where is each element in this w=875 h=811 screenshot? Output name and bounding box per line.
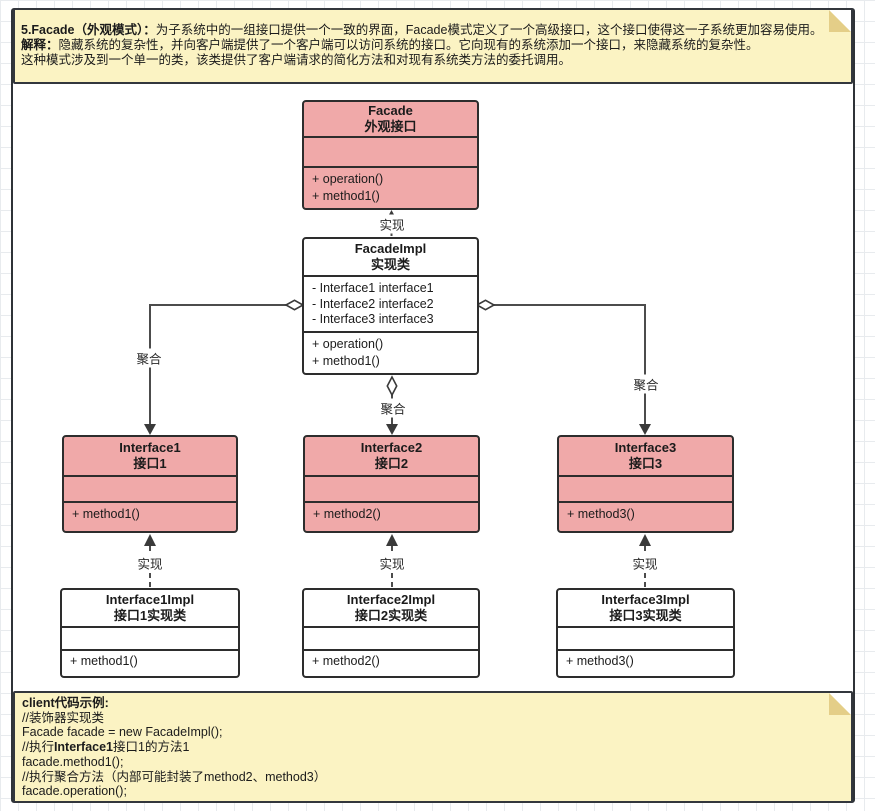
code-line: facade.operation();	[22, 784, 127, 799]
class-name: Facade	[368, 103, 413, 118]
attribute: - Interface3 interface3	[312, 312, 434, 326]
class-cn-name: 外观接口	[364, 119, 417, 134]
class-name: Interface1	[119, 440, 181, 455]
class-cn-name: 接口2实现类	[354, 608, 428, 623]
class-interface3impl-attrs	[558, 628, 733, 651]
code-line: Facade facade = new FacadeImpl();	[22, 725, 223, 740]
class-facade: Facade 外观接口 + operation() + method1()	[302, 100, 479, 210]
edge-label-realize-1: 实现	[135, 553, 165, 573]
class-interface3-attrs	[559, 477, 732, 503]
method: + method2()	[313, 507, 381, 521]
class-interface2-attrs	[305, 477, 478, 503]
class-interface1-attrs	[64, 477, 236, 503]
class-interface1impl-methods: + method1()	[62, 651, 238, 670]
edge-label-realize-3: 实现	[630, 553, 660, 573]
method: + method2()	[312, 654, 380, 668]
explain-text: 隐藏系统的复杂性，并向客户端提供了一个客户端可以访问系统的接口。它向现有的系统添…	[58, 38, 759, 53]
pattern-title: 5.Facade（外观模式）：	[21, 23, 156, 37]
method: + method1()	[70, 654, 138, 668]
code-line: //执行聚合方法（内部可能封装了method2、method3）	[22, 769, 327, 784]
attribute: - Interface1 interface1	[312, 281, 434, 295]
class-facade-title: Facade 外观接口	[304, 102, 477, 138]
class-interface2impl: Interface2Impl 接口2实现类 + method2()	[302, 588, 480, 678]
class-facade-attrs	[304, 138, 477, 168]
class-name: FacadeImpl	[354, 241, 427, 256]
class-interface1impl: Interface1Impl 接口1实现类 + method1()	[60, 588, 240, 678]
class-interface2impl-methods: + method2()	[304, 651, 478, 670]
note-line-1: 5.Facade（外观模式）：为子系统中的一组接口提供一个一致的界面，Facad…	[21, 23, 825, 38]
class-name: Interface2	[360, 440, 423, 455]
class-cn-name: 实现类	[370, 257, 410, 272]
pattern-description-note: 5.Facade（外观模式）：为子系统中的一组接口提供一个一致的界面，Facad…	[13, 8, 853, 84]
class-cn-name: 接口3实现类	[609, 608, 682, 623]
class-facade-impl-title: FacadeImpl 实现类	[304, 239, 477, 277]
class-name: Interface3	[614, 440, 677, 455]
edge-label-aggregate-right: 聚合	[631, 374, 661, 394]
code-segment: 接口1的方法1	[113, 740, 190, 755]
code-line: facade.method1();	[22, 754, 124, 769]
method: + method1()	[312, 354, 380, 368]
edge-label-realize-2: 实现	[377, 553, 407, 573]
class-interface1-title: Interface1 接口1	[64, 437, 236, 477]
class-interface3impl: Interface3Impl 接口3实现类 + method3()	[556, 588, 735, 678]
class-interface1-methods: + method1()	[64, 503, 236, 523]
client-code-note: client代码示例: //装饰器实现类 Facade facade = new…	[13, 691, 853, 803]
class-interface1impl-attrs	[62, 628, 238, 651]
method: + operation()	[312, 172, 384, 186]
class-interface2impl-title: Interface2Impl 接口2实现类	[304, 590, 478, 628]
edge-label-aggregate-left: 聚合	[134, 348, 164, 368]
edge-label-realize-top: 实现	[377, 214, 407, 234]
class-cn-name: 接口2	[374, 456, 409, 471]
class-facade-impl-attrs: - Interface1 interface1 - Interface2 int…	[304, 277, 477, 333]
class-interface2: Interface2 接口2 + method2()	[303, 435, 480, 533]
edge-label-aggregate-middle: 聚合	[378, 398, 408, 418]
class-cn-name: 接口3	[628, 456, 663, 471]
class-cn-name: 接口1实现类	[113, 608, 187, 623]
class-interface3impl-methods: + method3()	[558, 651, 733, 670]
note-line-3: 这种模式涉及到一个单一的类，该类提供了客户端请求的简化方法和对现有系统类方法的委…	[21, 53, 572, 68]
code-line: //装饰器实现类	[22, 710, 104, 725]
class-interface1: Interface1 接口1 + method1()	[62, 435, 238, 533]
class-interface1impl-title: Interface1Impl 接口1实现类	[62, 590, 238, 628]
attribute: - Interface2 interface2	[312, 296, 434, 311]
pattern-summary: 为子系统中的一组接口提供一个一致的界面，Facade模式定义了一个高级接口，这个…	[155, 23, 823, 37]
class-interface2-methods: + method2()	[305, 503, 478, 523]
class-interface3-title: Interface3 接口3	[559, 437, 732, 477]
class-facade-methods: + operation() + method1()	[304, 168, 477, 205]
class-facade-impl-methods: + operation() + method1()	[304, 333, 477, 370]
method: + operation()	[312, 337, 384, 351]
class-facade-impl: FacadeImpl 实现类 - Interface1 interface1 -…	[302, 237, 479, 375]
class-interface3-methods: + method3()	[559, 503, 732, 523]
code-segment-bold: Interface1	[53, 740, 114, 755]
note-line-2: 解释：隐藏系统的复杂性，并向客户端提供了一个客户端可以访问系统的接口。它向现有的…	[21, 38, 825, 53]
class-name: Interface3Impl	[601, 592, 690, 607]
class-interface3impl-title: Interface3Impl 接口3实现类	[558, 590, 733, 628]
class-name: Interface2Impl	[346, 592, 436, 607]
class-interface2-title: Interface2 接口2	[305, 437, 478, 477]
class-interface2impl-attrs	[304, 628, 478, 651]
class-name: Interface1Impl	[105, 592, 195, 607]
method: + method3()	[566, 654, 634, 668]
code-line: //执行Interface1接口1的方法1	[22, 740, 825, 755]
explain-label: 解释：	[21, 38, 59, 53]
code-segment: //执行	[22, 740, 54, 755]
method: + method1()	[72, 507, 140, 521]
method: + method1()	[312, 189, 380, 203]
code-title: client代码示例:	[22, 696, 109, 710]
class-interface3: Interface3 接口3 + method3()	[557, 435, 734, 533]
class-cn-name: 接口1	[133, 456, 167, 471]
method: + method3()	[567, 507, 635, 521]
